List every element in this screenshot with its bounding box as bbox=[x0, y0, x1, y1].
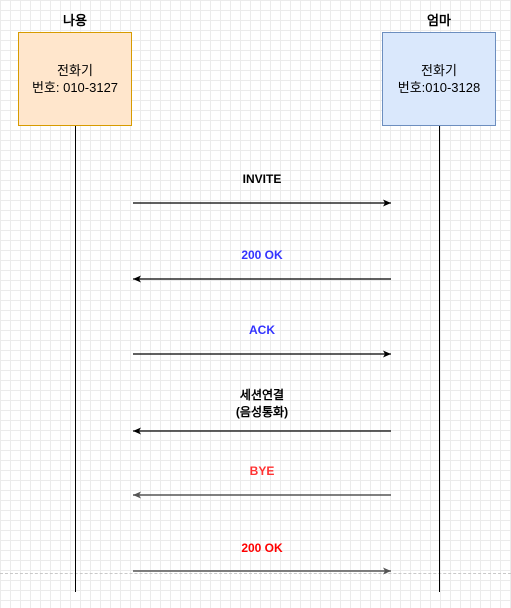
message-arrow-head bbox=[383, 567, 391, 575]
actor-left-name: 나용 bbox=[63, 13, 87, 28]
message-arrow-head bbox=[383, 350, 391, 358]
message-arrow-head bbox=[133, 427, 141, 435]
message-label-200-ok-final: 200 OK bbox=[241, 541, 283, 555]
actor-right-number: 번호:010-3128 bbox=[397, 80, 481, 95]
lifeline-left bbox=[75, 126, 76, 592]
message-arrow-head bbox=[383, 199, 391, 207]
actor-right-box[interactable]: 전화기 번호:010-3128 bbox=[382, 32, 496, 126]
actor-left-device: 전화기 bbox=[57, 63, 93, 78]
message-arrow-head bbox=[133, 491, 141, 499]
message-label-ack: ACK bbox=[249, 323, 275, 337]
message-label-invite: INVITE bbox=[242, 172, 282, 186]
message-arrow-head bbox=[133, 275, 141, 283]
actor-right-name: 엄마 bbox=[427, 13, 451, 28]
actor-left-number: 번호: 010-3127 bbox=[31, 80, 119, 95]
message-label-200-ok: 200 OK bbox=[241, 248, 283, 262]
message-label-bye: BYE bbox=[249, 464, 275, 478]
actor-right-device: 전화기 bbox=[421, 63, 457, 78]
message-label-session: 세션연결 (음성통화) bbox=[235, 388, 289, 419]
lifeline-right bbox=[439, 126, 440, 592]
actor-left-box[interactable]: 전화기 번호: 010-3127 bbox=[18, 32, 132, 126]
page-break-line bbox=[0, 573, 511, 574]
